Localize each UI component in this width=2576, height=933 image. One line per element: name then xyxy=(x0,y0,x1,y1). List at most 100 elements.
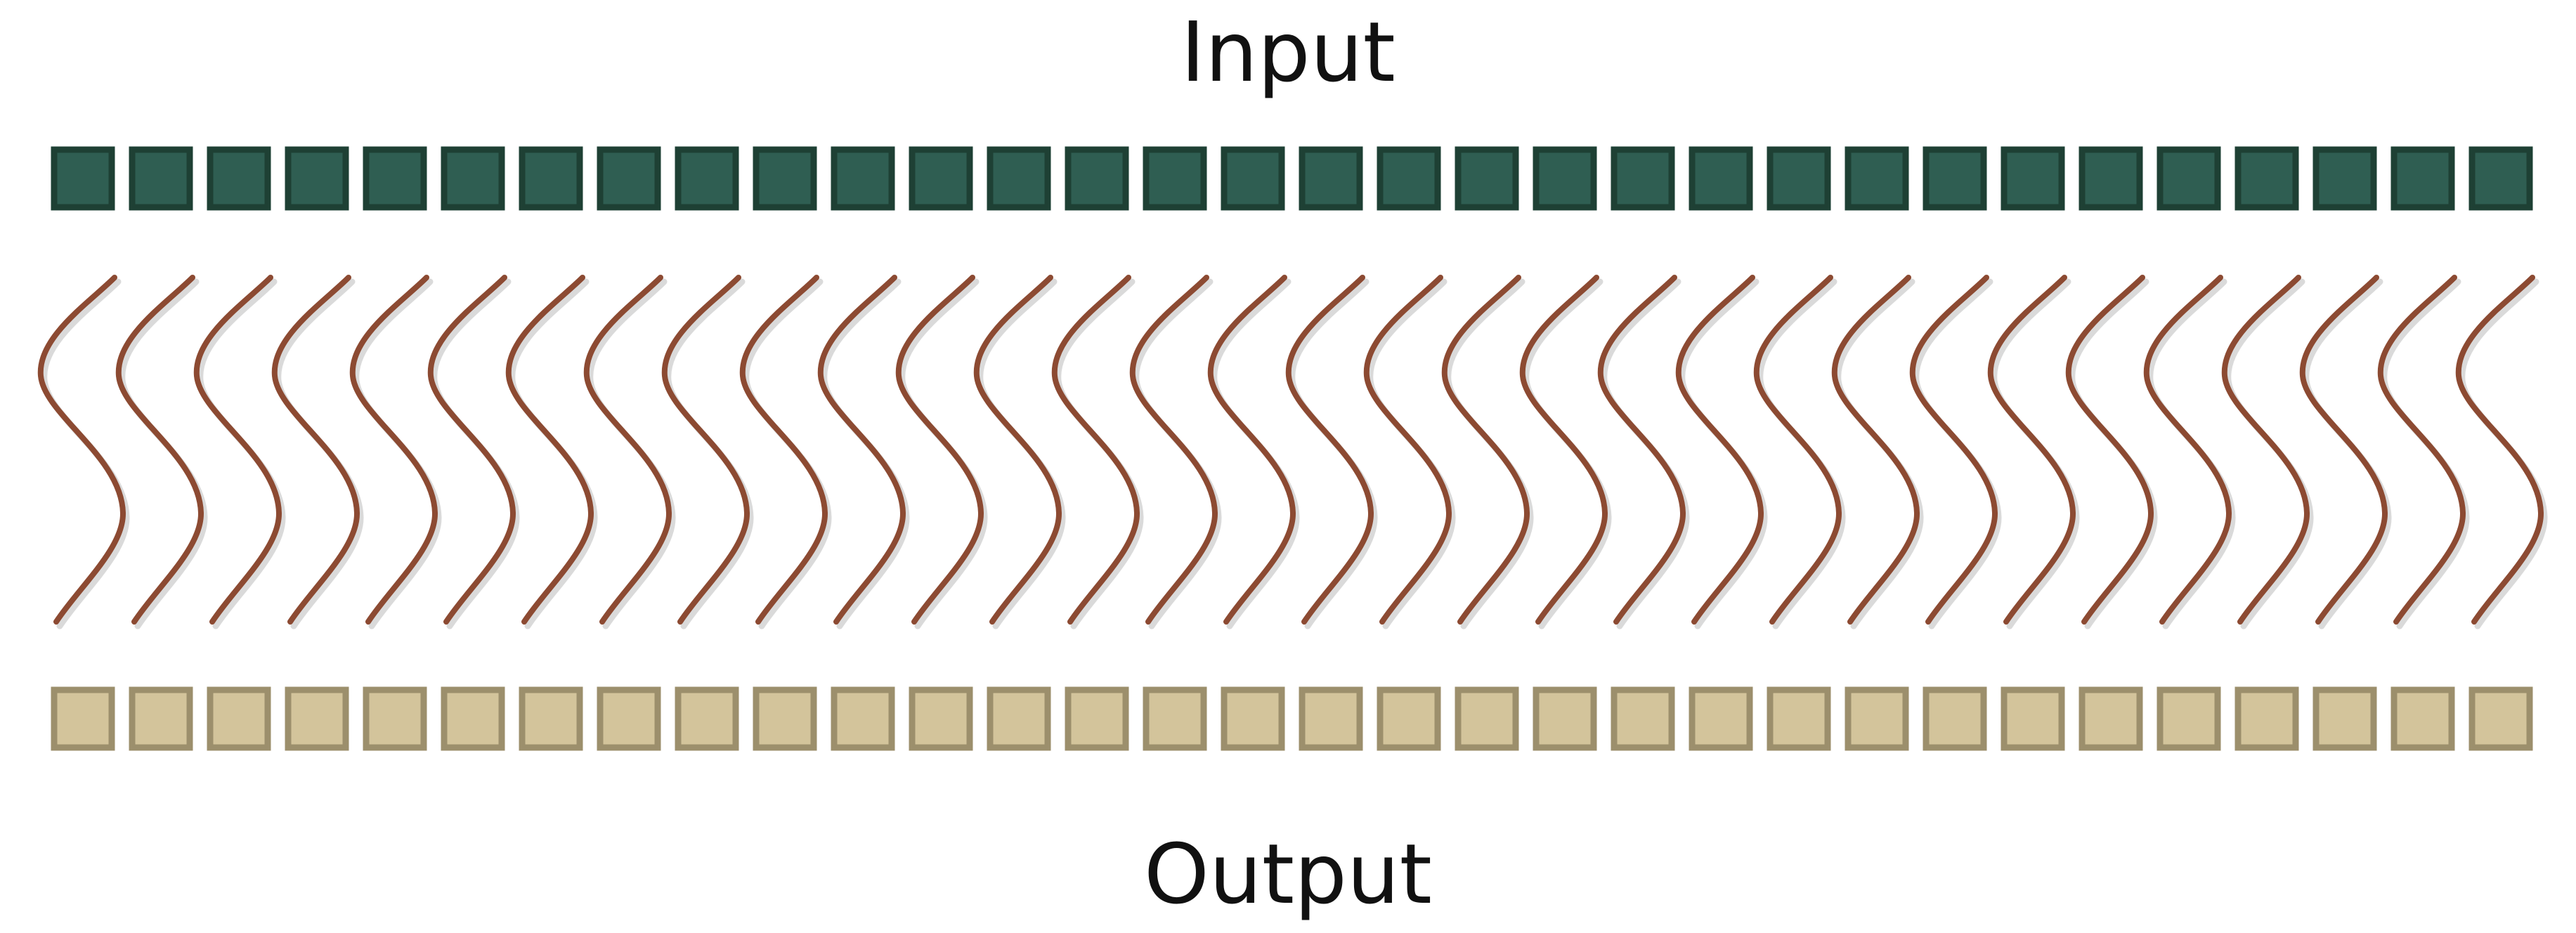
output-cell xyxy=(1689,686,1753,751)
connection-curve-line xyxy=(739,275,828,625)
connection-curve xyxy=(427,275,520,629)
output-cell xyxy=(1221,686,1285,751)
connection-curve-line xyxy=(1675,275,1764,625)
connection-curve-line xyxy=(1831,275,1920,625)
output-cell xyxy=(1299,686,1363,751)
connection-curve-line xyxy=(427,275,516,625)
connection-curve xyxy=(1753,275,1846,629)
output-cell xyxy=(1611,686,1675,751)
input-cell xyxy=(753,146,817,211)
input-cell xyxy=(519,146,583,211)
output-cell xyxy=(519,686,583,751)
connection-curve xyxy=(2221,275,2314,629)
input-title: Input xyxy=(1180,4,1396,100)
connection-curve-line xyxy=(1051,275,1140,625)
input-cell xyxy=(363,146,427,211)
connection-curve xyxy=(1519,275,1612,629)
output-cell xyxy=(675,686,739,751)
connection-curve-line xyxy=(2065,275,2154,625)
output-cell xyxy=(2312,686,2377,751)
connection-curve-line xyxy=(1285,275,1374,625)
connection-curve xyxy=(193,275,286,629)
output-cell xyxy=(909,686,973,751)
input-cell xyxy=(831,146,895,211)
input-cell xyxy=(987,146,1051,211)
connection-curve-line xyxy=(271,275,360,625)
connection-curve-line xyxy=(115,275,204,625)
output-cell xyxy=(1377,686,1441,751)
connection-curve xyxy=(1675,275,1768,629)
connection-curve-line xyxy=(1363,275,1452,625)
connection-curve xyxy=(505,275,598,629)
connection-curve xyxy=(2455,275,2548,629)
connection-curve-line xyxy=(583,275,672,625)
input-cell xyxy=(129,146,193,211)
output-cell xyxy=(441,686,505,751)
input-cell xyxy=(2079,146,2143,211)
connection-curve-line xyxy=(1987,275,2076,625)
output-cell xyxy=(1455,686,1519,751)
output-cell xyxy=(285,686,349,751)
output-cell xyxy=(753,686,817,751)
connection-curve xyxy=(1441,275,1534,629)
connection-curve xyxy=(661,275,754,629)
input-cell xyxy=(1143,146,1207,211)
input-cell xyxy=(1065,146,1129,211)
connection-curve-line xyxy=(1597,275,1686,625)
input-cell xyxy=(1221,146,1285,211)
connection-curve-line xyxy=(349,275,438,625)
connection-curve xyxy=(2299,275,2392,629)
connection-curve-line xyxy=(817,275,906,625)
input-cell xyxy=(51,146,115,211)
connection-curve-line xyxy=(2455,275,2544,625)
output-cell xyxy=(1923,686,1987,751)
connection-curve xyxy=(583,275,676,629)
connection-curve xyxy=(739,275,832,629)
input-cell xyxy=(2312,146,2377,211)
output-cell xyxy=(831,686,895,751)
output-cell xyxy=(129,686,193,751)
connection-curve xyxy=(2143,275,2236,629)
output-cell xyxy=(2079,686,2143,751)
connection-curve-line xyxy=(1441,275,1530,625)
connection-curve-line xyxy=(1129,275,1218,625)
connection-curve-line xyxy=(661,275,750,625)
output-cell xyxy=(1767,686,1831,751)
input-cell xyxy=(1611,146,1675,211)
connection-curve xyxy=(1129,275,1222,629)
output-cell xyxy=(597,686,661,751)
output-cell xyxy=(2157,686,2221,751)
connection-curve-line xyxy=(1753,275,1842,625)
connection-curve xyxy=(895,275,988,629)
connections xyxy=(37,275,2548,629)
input-row xyxy=(51,146,2533,211)
output-cell xyxy=(363,686,427,751)
connection-curve-line xyxy=(1207,275,1296,625)
connection-curve-line xyxy=(2299,275,2388,625)
connection-curve xyxy=(1285,275,1378,629)
input-cell xyxy=(597,146,661,211)
output-cell xyxy=(1845,686,1909,751)
connection-curve-line xyxy=(895,275,984,625)
connection-curve xyxy=(1207,275,1300,629)
output-cell xyxy=(2235,686,2299,751)
connection-curve xyxy=(2065,275,2158,629)
connection-curve xyxy=(817,275,910,629)
connection-curve-line xyxy=(193,275,282,625)
connection-curve-line xyxy=(2143,275,2232,625)
input-cell xyxy=(1767,146,1831,211)
output-cell xyxy=(2468,686,2533,751)
connection-curve xyxy=(1363,275,1456,629)
connection-curve-line xyxy=(2377,275,2466,625)
connection-curve-line xyxy=(973,275,1062,625)
input-cell xyxy=(285,146,349,211)
connection-curve xyxy=(1987,275,2080,629)
output-cell xyxy=(2001,686,2065,751)
input-cell xyxy=(1845,146,1909,211)
input-cell xyxy=(207,146,271,211)
connection-curve-line xyxy=(2221,275,2310,625)
connection-curve xyxy=(973,275,1066,629)
input-cell xyxy=(2235,146,2299,211)
connection-curve-line xyxy=(37,275,126,625)
